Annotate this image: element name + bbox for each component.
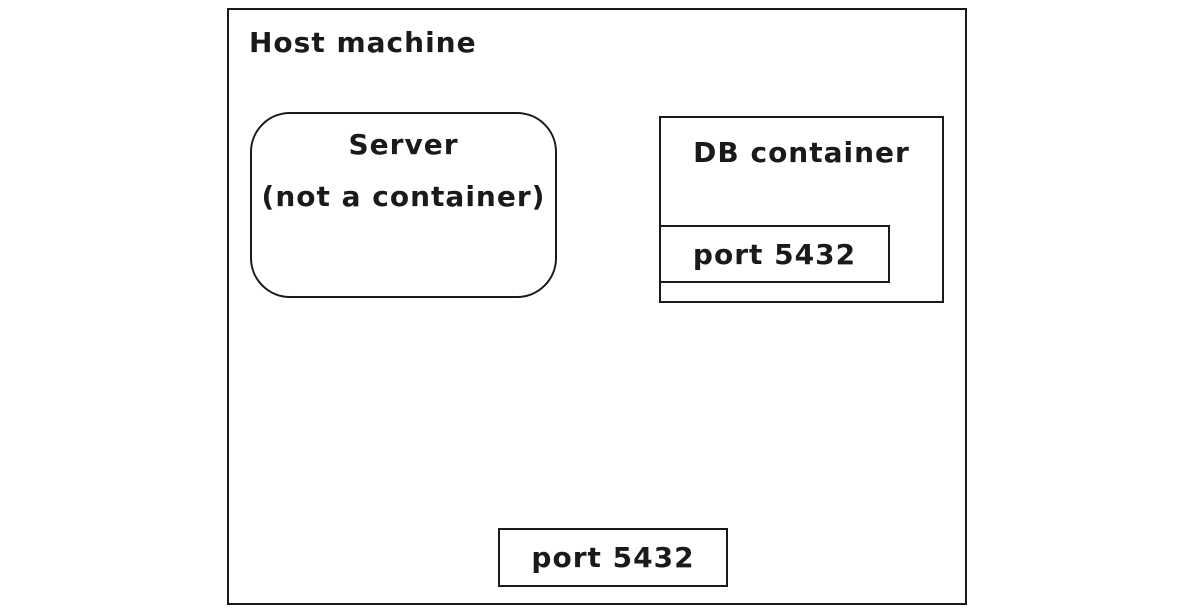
- db-container-label: DB container: [693, 136, 910, 169]
- host-machine-box: [227, 8, 967, 605]
- db-container-box: DB container port 5432: [659, 116, 944, 303]
- db-port-label: port 5432: [692, 237, 857, 271]
- host-machine-label: Host machine: [249, 26, 477, 59]
- db-port-box: port 5432: [659, 225, 890, 283]
- host-port-label: port 5432: [531, 541, 695, 574]
- host-port-box: port 5432: [498, 528, 728, 587]
- server-sublabel: (not a container): [261, 180, 546, 213]
- server-box: Server (not a container): [250, 112, 557, 298]
- server-label: Server: [348, 128, 459, 161]
